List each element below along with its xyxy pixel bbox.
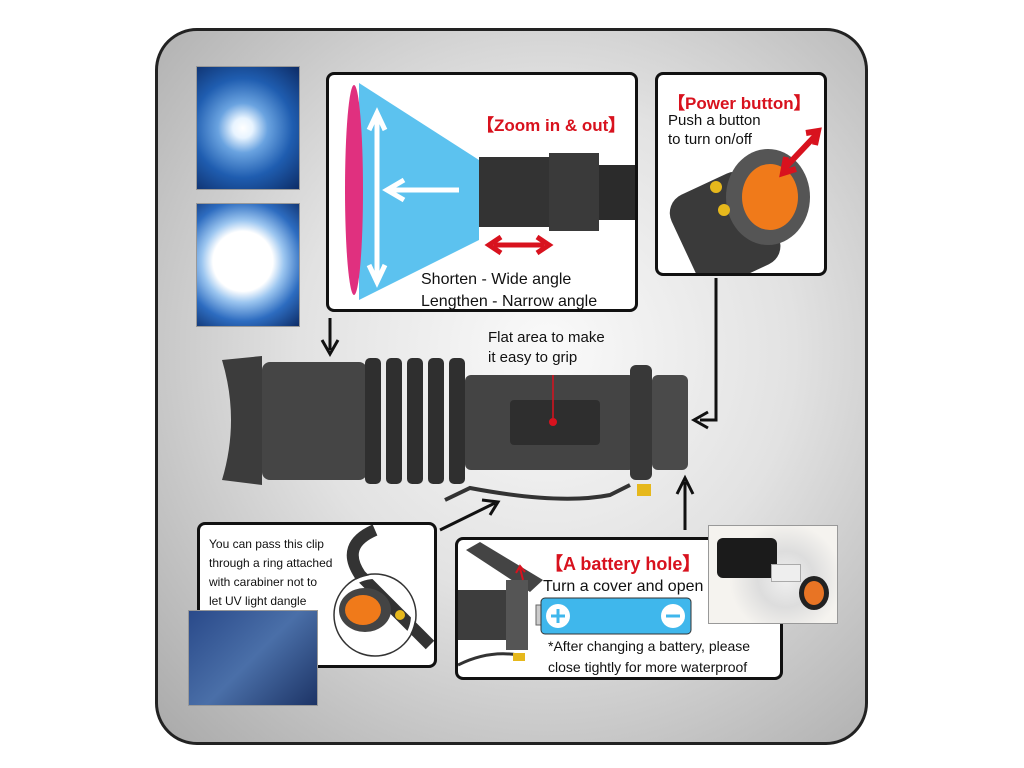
- battery-instruction: Turn a cover and open: [543, 578, 704, 595]
- grip-fins: [365, 358, 465, 484]
- tail-cap: [652, 375, 688, 470]
- clip-line4: let UV light dangle: [209, 594, 307, 608]
- battery-note1: *After changing a battery, please: [548, 638, 751, 654]
- arrow-to-clip-icon: [439, 498, 501, 532]
- zoom-callout: 【Zoom in & out】 Shorten - Wide angle Len…: [326, 72, 638, 312]
- zoom-title: 【Zoom in & out】: [477, 116, 626, 135]
- battery-callout: 【A battery hole】 Turn a cover and open *…: [455, 537, 783, 680]
- clip-line1: You can pass this clip: [209, 537, 324, 551]
- battery-title: 【A battery hole】: [545, 554, 701, 574]
- power-line1: Push a button: [668, 112, 761, 129]
- battery-icon: [540, 597, 692, 635]
- battery-note2: close tightly for more waterproof: [548, 659, 748, 675]
- power-line2: to turn on/off: [668, 131, 752, 148]
- double-arrow-icon: [484, 234, 554, 256]
- zoom-head: [262, 362, 367, 480]
- zoom-wide-text: Shorten - Wide angle: [421, 271, 572, 288]
- wide-beam-photo: [196, 66, 300, 190]
- grip-line2: it easy to grip: [488, 349, 578, 366]
- battery-photo: [708, 525, 838, 624]
- clip-illustration: [333, 525, 434, 657]
- grip-line1: Flat area to make: [488, 329, 605, 346]
- clip-line2: through a ring attached: [209, 556, 333, 570]
- tail-ring: [630, 365, 652, 480]
- carabiner-photo: [188, 610, 318, 706]
- clip: [444, 483, 631, 502]
- push-arrow-icon: [779, 127, 822, 178]
- arrow-to-cap-icon: [675, 474, 695, 530]
- arrow-to-tail-icon: [690, 278, 718, 430]
- arrow-down-icon: [366, 135, 388, 288]
- power-button: [742, 164, 798, 230]
- zoom-narrow-text: Lengthen - Narrow angle: [421, 293, 598, 310]
- clip-line3: with carabiner not to: [209, 575, 318, 589]
- zoom-illustration: [345, 83, 635, 300]
- power-illustration: [669, 127, 822, 273]
- power-title: 【Power button】: [668, 94, 811, 113]
- lure-icon: [345, 85, 363, 295]
- arrow-left-icon: [382, 177, 459, 203]
- arrow-to-head-icon: [320, 318, 340, 358]
- power-callout: 【Power button】 Push a button to turn on/…: [655, 72, 827, 276]
- battery-illustration: [458, 542, 692, 667]
- narrow-beam-photo: [196, 203, 300, 327]
- flashlight-head: [479, 157, 549, 227]
- bezel: [222, 356, 262, 485]
